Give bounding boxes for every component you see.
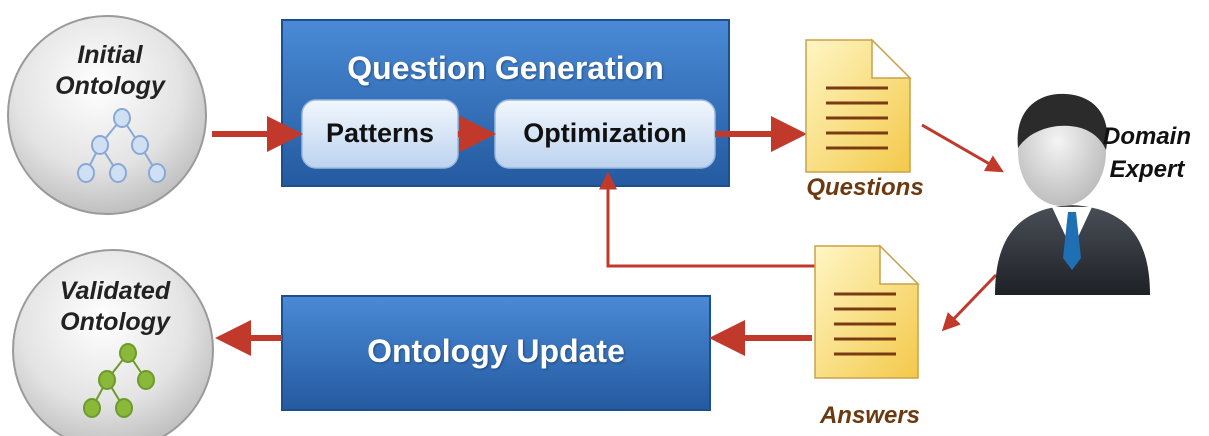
validated-ontology-tree-icon xyxy=(83,343,155,418)
ontology-update-title: Ontology Update xyxy=(367,333,625,369)
answers-document-icon xyxy=(814,244,920,379)
initial-ontology-node xyxy=(7,15,207,215)
validated-ontology-label: Validated Ontology xyxy=(40,276,190,338)
validated-ontology-line1: Validated xyxy=(59,277,171,305)
domain-expert-line1: Domain xyxy=(1102,123,1191,150)
arrow-answers-feedback-to-optimization xyxy=(599,171,815,268)
initial-ontology-label: Initial Ontology xyxy=(40,40,180,102)
patterns-label: Patterns xyxy=(325,118,435,148)
optimization-label: Optimization xyxy=(523,118,687,148)
domain-expert-label: Domain Expert xyxy=(1085,120,1209,186)
validated-ontology-line2: Ontology xyxy=(60,308,170,336)
questions-document-icon xyxy=(805,38,912,173)
question-generation-box xyxy=(281,19,730,187)
arrow-questions-to-expert xyxy=(921,123,1004,173)
domain-expert-line2: Expert xyxy=(1109,156,1185,183)
questions-caption: Questions xyxy=(806,174,924,201)
validated-ontology-node xyxy=(12,249,214,436)
answers-caption: Answers xyxy=(819,402,921,429)
arrow-expert-to-answers xyxy=(941,273,998,332)
domain-expert-icon xyxy=(995,93,1150,295)
initial-ontology-tree-icon xyxy=(77,108,166,183)
question-generation-title: Question Generation xyxy=(347,50,664,86)
initial-ontology-line1: Initial xyxy=(77,41,143,69)
ontology-update-box xyxy=(281,295,711,411)
initial-ontology-line2: Ontology xyxy=(55,72,165,100)
